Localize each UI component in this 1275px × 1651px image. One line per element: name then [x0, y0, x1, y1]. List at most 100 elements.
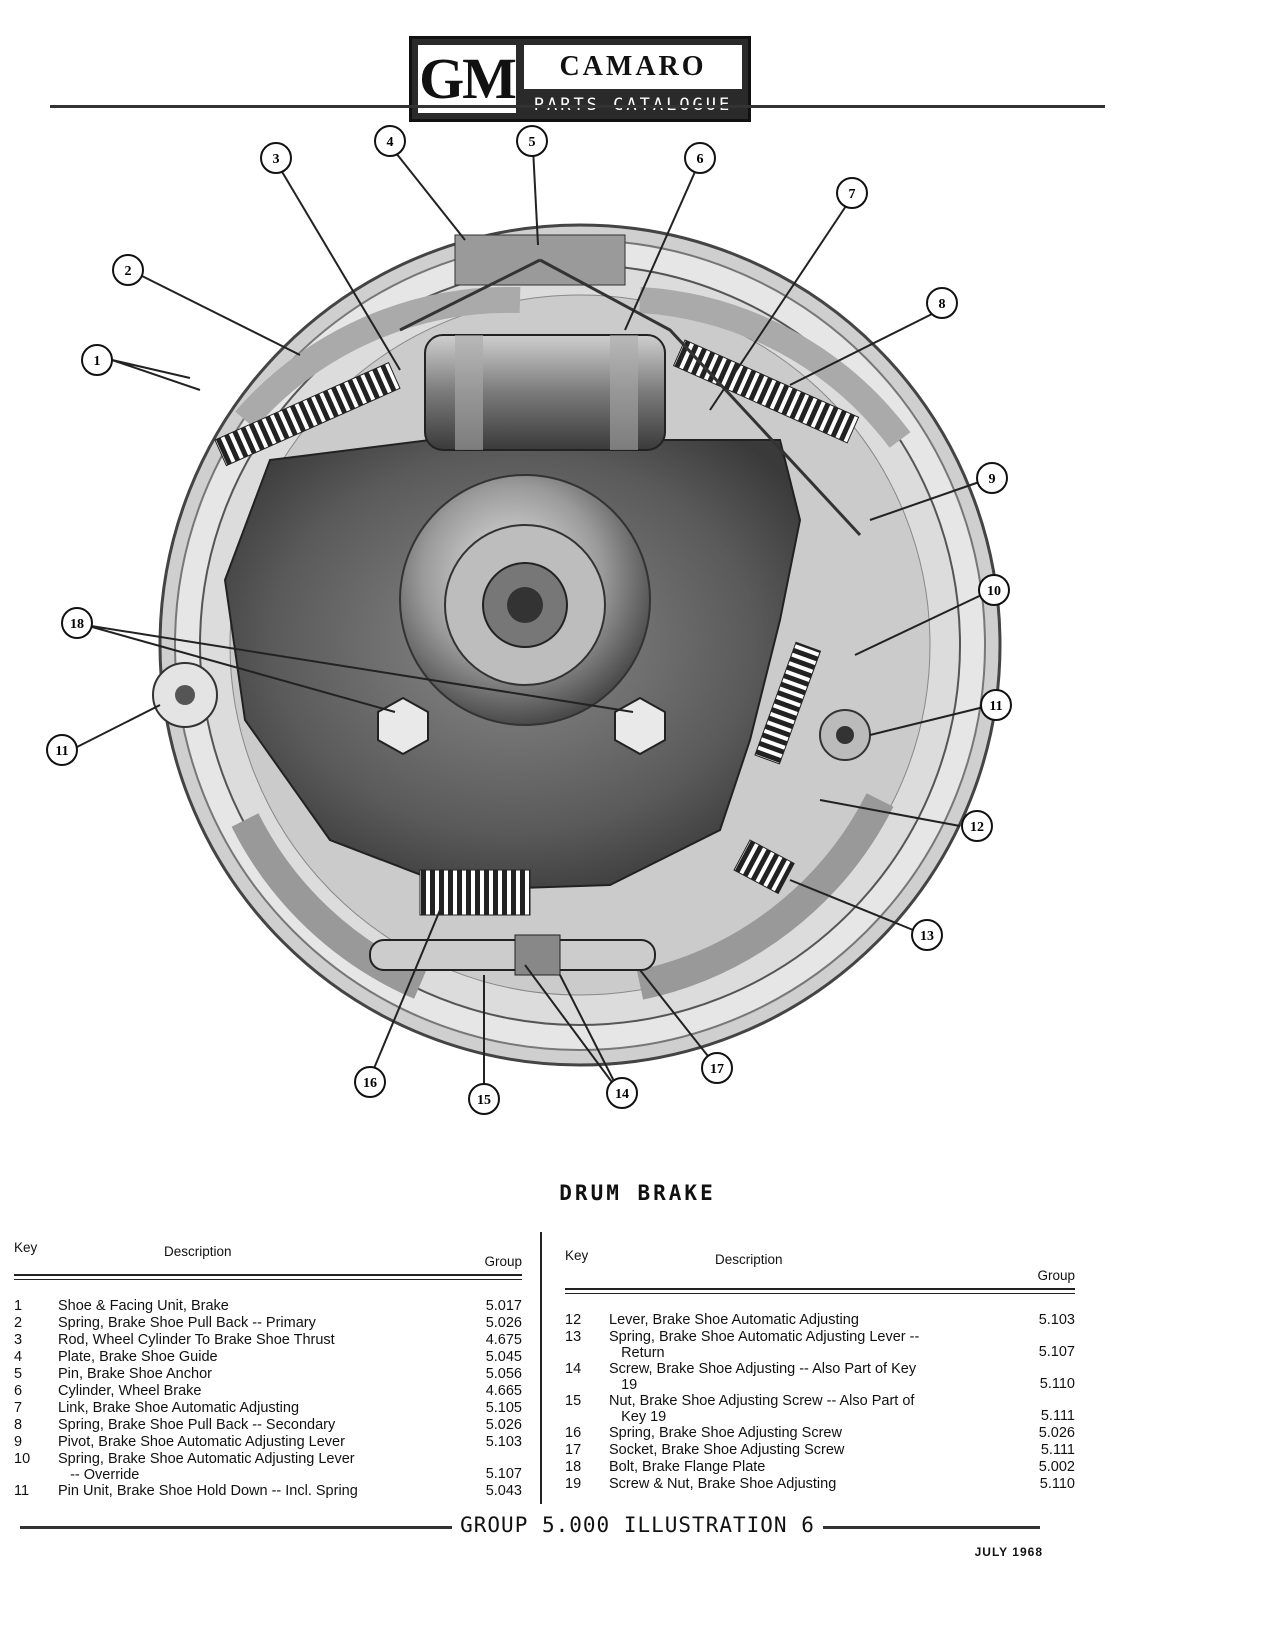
part-description: Spring, Brake Shoe Automatic Adjusting L… — [58, 1451, 355, 1483]
svg-text:2: 2 — [125, 264, 132, 279]
illustration-caption: DRUM BRAKE — [559, 1181, 716, 1205]
brake-shoe-lower-left — [231, 813, 426, 999]
brake-shoe-upper-right — [639, 287, 911, 448]
part-key: 2 — [14, 1315, 23, 1331]
publication-date: JULY 1968 — [974, 1545, 1043, 1559]
callout-15: 15 — [468, 1083, 500, 1115]
table-row: 5 Pin, Brake Shoe Anchor 5.056 — [14, 1366, 522, 1383]
parts-table-left: Key Description Group 1 Shoe & Facing Uni… — [14, 1240, 522, 1500]
parts-table-header: Key Description Group — [14, 1240, 522, 1280]
col-key-header: Key — [14, 1240, 38, 1255]
part-description: Bolt, Brake Flange Plate — [609, 1459, 766, 1475]
part-description: Nut, Brake Shoe Adjusting Screw -- Also … — [609, 1393, 915, 1425]
svg-text:14: 14 — [615, 1087, 629, 1102]
col-key-header: Key — [565, 1248, 589, 1263]
part-group: 5.026 — [485, 1315, 522, 1331]
part-description: Pin, Brake Shoe Anchor — [58, 1366, 212, 1382]
part-description: Pivot, Brake Shoe Automatic Adjusting Le… — [58, 1434, 345, 1450]
callout-14: 14 — [606, 1077, 638, 1109]
part-key: 13 — [565, 1329, 582, 1345]
part-group: 5.026 — [1038, 1425, 1075, 1441]
part-group: 4.675 — [485, 1332, 522, 1348]
svg-text:11: 11 — [989, 699, 1002, 714]
callout-11-right: 11 — [980, 689, 1012, 721]
table-row: 7 Link, Brake Shoe Automatic Adjusting 5.1… — [14, 1400, 522, 1417]
svg-text:4: 4 — [387, 135, 394, 150]
callout-16: 16 — [354, 1066, 386, 1098]
part-group: 4.665 — [485, 1383, 522, 1399]
header-rule — [50, 105, 1105, 108]
callout-6: 6 — [684, 142, 716, 174]
part-description: Spring, Brake Shoe Adjusting Screw — [609, 1425, 842, 1441]
part-key: 3 — [14, 1332, 23, 1348]
callout-5: 5 — [516, 125, 548, 157]
table-row: 15 Nut, Brake Shoe Adjusting Screw -- Als… — [565, 1393, 1075, 1425]
part-description: Link, Brake Shoe Automatic Adjusting — [58, 1400, 300, 1416]
part-group: 5.103 — [485, 1434, 522, 1450]
callout-markers: 1 2 3 4 5 6 7 8 9 10 11 11 12 13 14 15 1… — [46, 125, 1012, 1115]
part-description: Screw, Brake Shoe Adjusting -- Also Part… — [609, 1361, 917, 1393]
drum-brake-illustration: 1 2 3 4 5 6 7 8 9 10 11 11 12 13 14 15 1… — [46, 125, 1012, 1115]
svg-text:13: 13 — [920, 929, 934, 944]
part-key: 1 — [14, 1298, 23, 1314]
part-description: Spring, Brake Shoe Pull Back -- Secondar… — [58, 1417, 336, 1433]
wheel-cylinder — [424, 334, 666, 451]
callout-leader-lines — [74, 147, 993, 1097]
part-key: 18 — [565, 1459, 582, 1475]
svg-text:3: 3 — [273, 152, 280, 167]
flange-bolt-left — [377, 696, 429, 756]
brake-shoe-upper-left — [235, 286, 521, 429]
part-group: 5.056 — [485, 1366, 522, 1382]
part-group: 5.043 — [485, 1483, 522, 1499]
part-key: 5 — [14, 1366, 23, 1382]
part-group: 5.111 — [1040, 1442, 1075, 1458]
svg-text:17: 17 — [710, 1062, 724, 1077]
part-description: Plate, Brake Shoe Guide — [58, 1349, 218, 1365]
part-group: 5.105 — [485, 1400, 522, 1416]
callout-3: 3 — [260, 142, 292, 174]
callout-1: 1 — [81, 344, 113, 376]
part-group: 5.026 — [485, 1417, 522, 1433]
svg-text:1: 1 — [94, 354, 101, 369]
svg-text:5: 5 — [529, 135, 536, 150]
callout-11-left: 11 — [46, 734, 78, 766]
brake-shoe-lower-right — [636, 793, 894, 1000]
callout-12: 12 — [961, 810, 993, 842]
svg-text:15: 15 — [477, 1093, 491, 1108]
part-description: Shoe & Facing Unit, Brake — [58, 1298, 229, 1314]
callout-7: 7 — [836, 177, 868, 209]
part-description: Screw & Nut, Brake Shoe Adjusting — [609, 1476, 837, 1492]
axle-hub — [399, 474, 651, 726]
svg-text:10: 10 — [987, 584, 1001, 599]
part-key: 15 — [565, 1393, 582, 1409]
part-group: 5.110 — [1039, 1476, 1075, 1492]
col-description-header: Description — [715, 1252, 783, 1267]
svg-text:12: 12 — [970, 820, 984, 835]
adjusting-screw-assembly — [369, 939, 656, 971]
part-description: Socket, Brake Shoe Adjusting Screw — [609, 1442, 845, 1458]
col-group-header: Group — [484, 1254, 522, 1269]
col-group-header: Group — [1037, 1268, 1075, 1283]
callout-10: 10 — [978, 574, 1010, 606]
callout-17: 17 — [701, 1052, 733, 1084]
gm-logo: GM — [418, 45, 517, 113]
part-key: 7 — [14, 1400, 23, 1416]
col-description-header: Description — [164, 1244, 232, 1259]
adjusting-screw-star-wheel — [514, 934, 561, 976]
svg-text:8: 8 — [939, 297, 946, 312]
parts-table-header: Key Description Group — [565, 1248, 1075, 1294]
